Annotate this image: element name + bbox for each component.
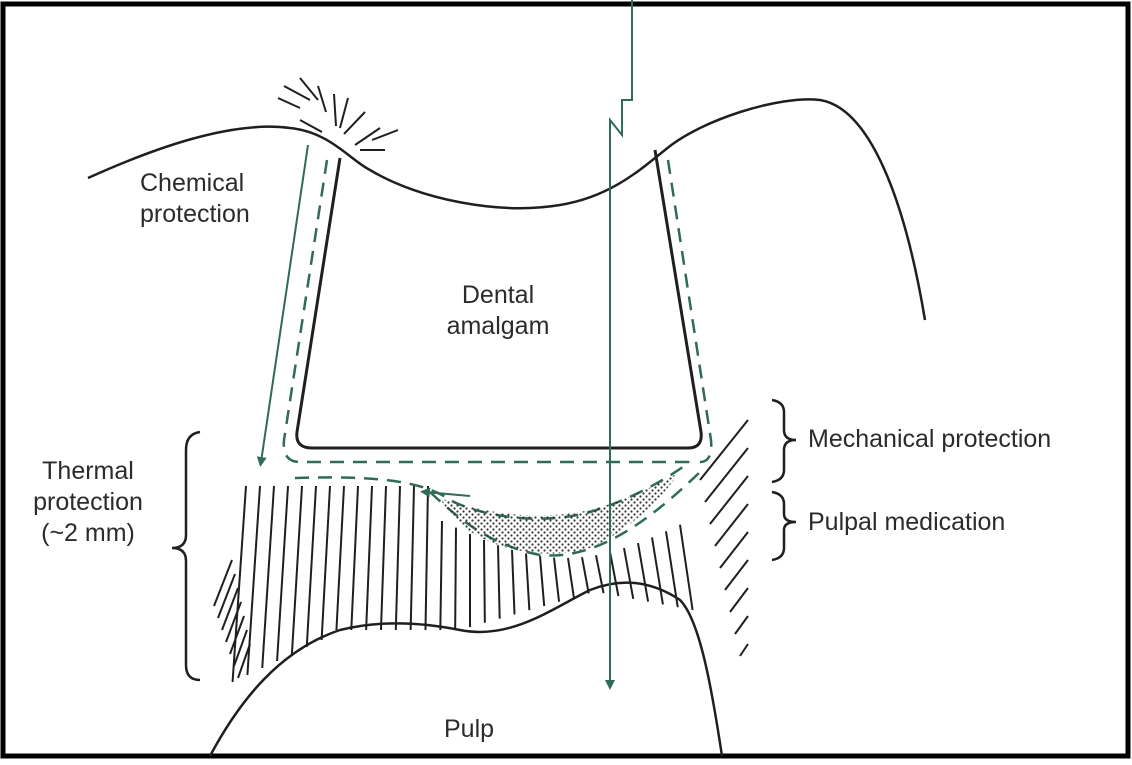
dentin-tubule [735, 616, 748, 634]
mechanical-protection-label: Mechanical protection [808, 424, 1051, 455]
dentin-tubule [680, 525, 693, 610]
chemical-protection-label: Chemical protection [140, 168, 250, 230]
dentin-tubule [440, 521, 442, 630]
dentin-tubule [582, 557, 589, 593]
thermal-protection-label: Thermal protection (~2 mm) [4, 456, 172, 549]
dentin-tubule [366, 486, 372, 630]
dentin-tubule [455, 528, 456, 630]
dentin-tubule [498, 545, 500, 618]
dentin-tubule [226, 602, 241, 642]
dentin-tubule [411, 486, 414, 630]
dentin-tubule [705, 448, 748, 502]
dentin-tubule [351, 486, 358, 630]
dentin-tubule [610, 552, 618, 596]
dentin-tubule [568, 558, 574, 598]
liner-dashed-right [668, 160, 711, 462]
dentin-tubule [307, 486, 316, 647]
dentin-tubule [512, 550, 515, 615]
dentin-tubule [720, 532, 748, 568]
dentin-tubule [396, 486, 400, 630]
dentin-tubules [214, 420, 748, 682]
dentin-tubule [292, 486, 302, 654]
thermal-brace [172, 432, 200, 680]
pulp-label: Pulp [444, 714, 494, 745]
dentin-tubule [214, 560, 232, 606]
dentin-tubule [262, 486, 274, 668]
dentin-tubule [218, 574, 235, 618]
dentin-tubule [700, 420, 748, 480]
pulpal-medication-label: Pulpal medication [808, 507, 1005, 538]
dentin-tubule [740, 644, 748, 656]
dentin-tubule [624, 548, 633, 599]
dentin-tubule [484, 540, 485, 623]
dentin-tubule [277, 486, 288, 661]
leakage-burst [278, 78, 398, 150]
dentin-tubule [710, 476, 748, 524]
dentin-tubule [638, 543, 648, 601]
dentin-tubule [425, 486, 428, 630]
dentin-tubule [322, 486, 330, 640]
dentin-tubule [540, 556, 544, 606]
dental-amalgam-label: Dental amalgam [428, 280, 568, 342]
medication-brace [772, 492, 796, 560]
dentin-tubule [725, 560, 748, 590]
dentin-tubule [730, 588, 748, 612]
dentin-tubule [381, 486, 386, 630]
dentin-tubule [554, 558, 559, 602]
dentin-tubule [336, 486, 344, 630]
frame-border [3, 4, 1128, 756]
pulpal-medication-area [440, 472, 680, 554]
mechanical-brace [772, 400, 796, 482]
dentin-tubule [652, 537, 663, 604]
dentin-tubule [526, 554, 529, 611]
